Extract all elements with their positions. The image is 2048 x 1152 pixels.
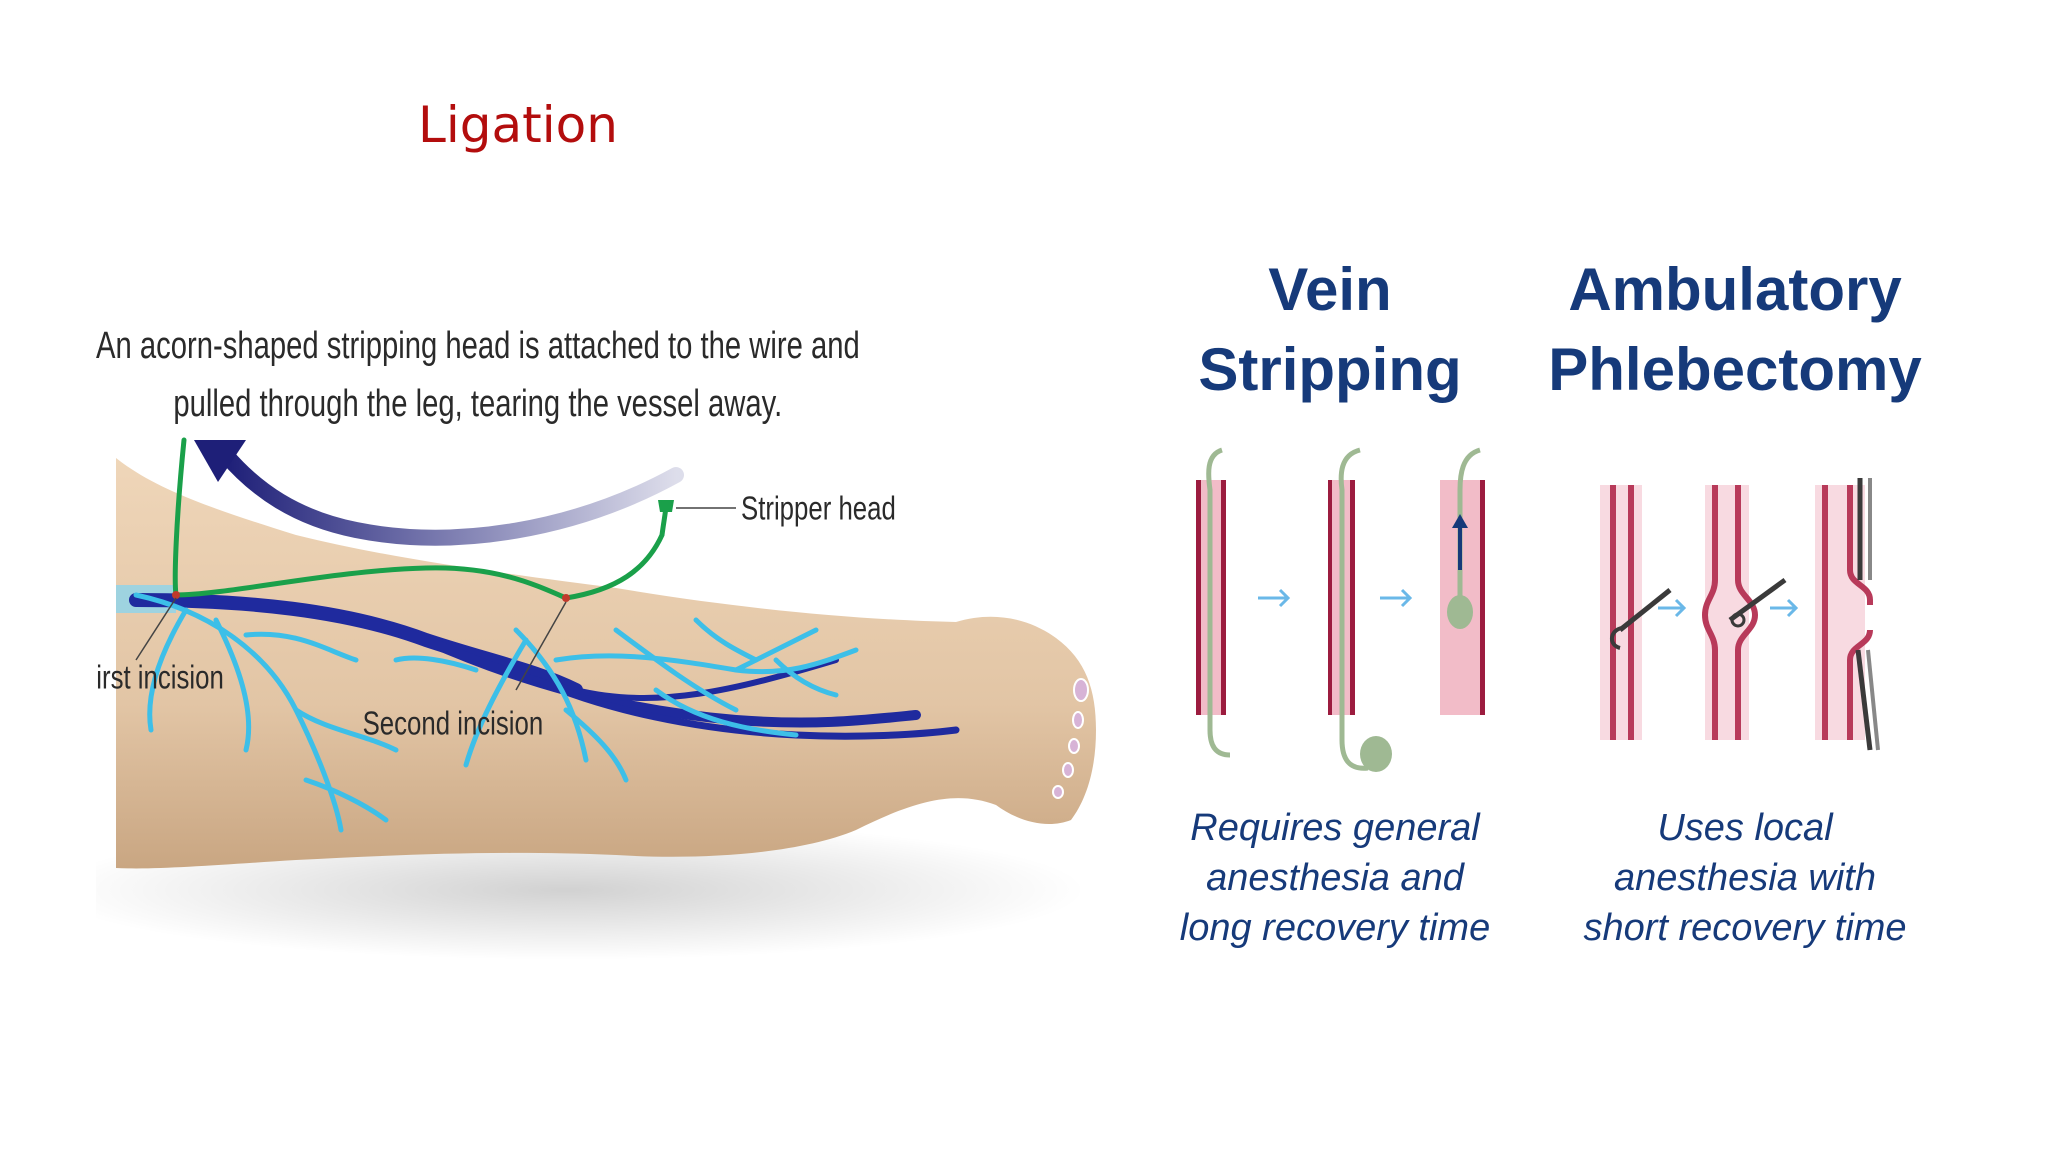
arrow-head (194, 440, 246, 482)
phlebectomy-arrow-2 (1770, 598, 1799, 618)
leg-shape (116, 458, 1096, 869)
phlebectomy-desc-line3: short recovery time (1583, 907, 1906, 949)
label-stripper-head: Stripper head (741, 490, 896, 527)
ambulatory-phlebectomy-heading: Ambulatory Phlebectomy (1548, 256, 1922, 403)
second-incision-marker (562, 594, 570, 602)
vein-stripping-heading-line1: Vein (1268, 256, 1391, 323)
phlebectomy-heading-line2: Phlebectomy (1548, 336, 1922, 403)
label-first-incision: First incision (96, 659, 224, 696)
stripping-desc-line1: Requires general (1190, 807, 1481, 849)
caption-line-1: An acorn-shaped stripping head is attach… (96, 324, 860, 367)
stripper-head-icon (658, 500, 674, 512)
stripping-step-1 (1196, 447, 1231, 758)
phlebectomy-heading-line1: Ambulatory (1568, 256, 1902, 323)
phlebectomy-steps (1600, 478, 1880, 751)
phlebectomy-desc-line2: anesthesia with (1614, 857, 1876, 899)
procedure-comparison: Vein Stripping Ambulatory Phlebectomy (1170, 250, 1930, 990)
stripping-arrow-1 (1258, 588, 1291, 608)
phlebectomy-description: Uses local anesthesia with short recover… (1583, 807, 1906, 949)
toes (1052, 678, 1089, 799)
phlebectomy-step-3 (1815, 478, 1880, 751)
leader-lines (135, 507, 736, 691)
slide-title: Ligation (418, 96, 618, 154)
branch-veins (133, 592, 859, 833)
vein-stripping-description: Requires general anesthesia and long rec… (1180, 807, 1490, 949)
pull-direction-arrow (218, 447, 684, 546)
stripping-step-2 (1328, 447, 1392, 772)
stripping-desc-line2: anesthesia and (1206, 857, 1466, 899)
phlebectomy-step-1 (1600, 485, 1672, 740)
phlebectomy-step-2 (1701, 485, 1787, 740)
vein-stripping-heading: Vein Stripping (1198, 256, 1461, 403)
vein-stripping-steps (1196, 447, 1485, 772)
first-incision-marker (172, 591, 180, 599)
stripping-arrow-2 (1380, 588, 1413, 608)
stripping-desc-line3: long recovery time (1180, 907, 1490, 949)
phlebectomy-desc-line1: Uses local (1657, 807, 1834, 849)
leg-illustration: An acorn-shaped stripping head is attach… (96, 190, 1120, 1152)
caption-line-2: pulled through the leg, tearing the vess… (173, 383, 782, 426)
stripping-step-3 (1440, 447, 1485, 715)
label-second-incision: Second incision (363, 705, 544, 742)
phlebectomy-arrow-1 (1658, 598, 1687, 618)
vein-stripping-heading-line2: Stripping (1198, 336, 1461, 403)
stripping-wire (172, 437, 669, 601)
